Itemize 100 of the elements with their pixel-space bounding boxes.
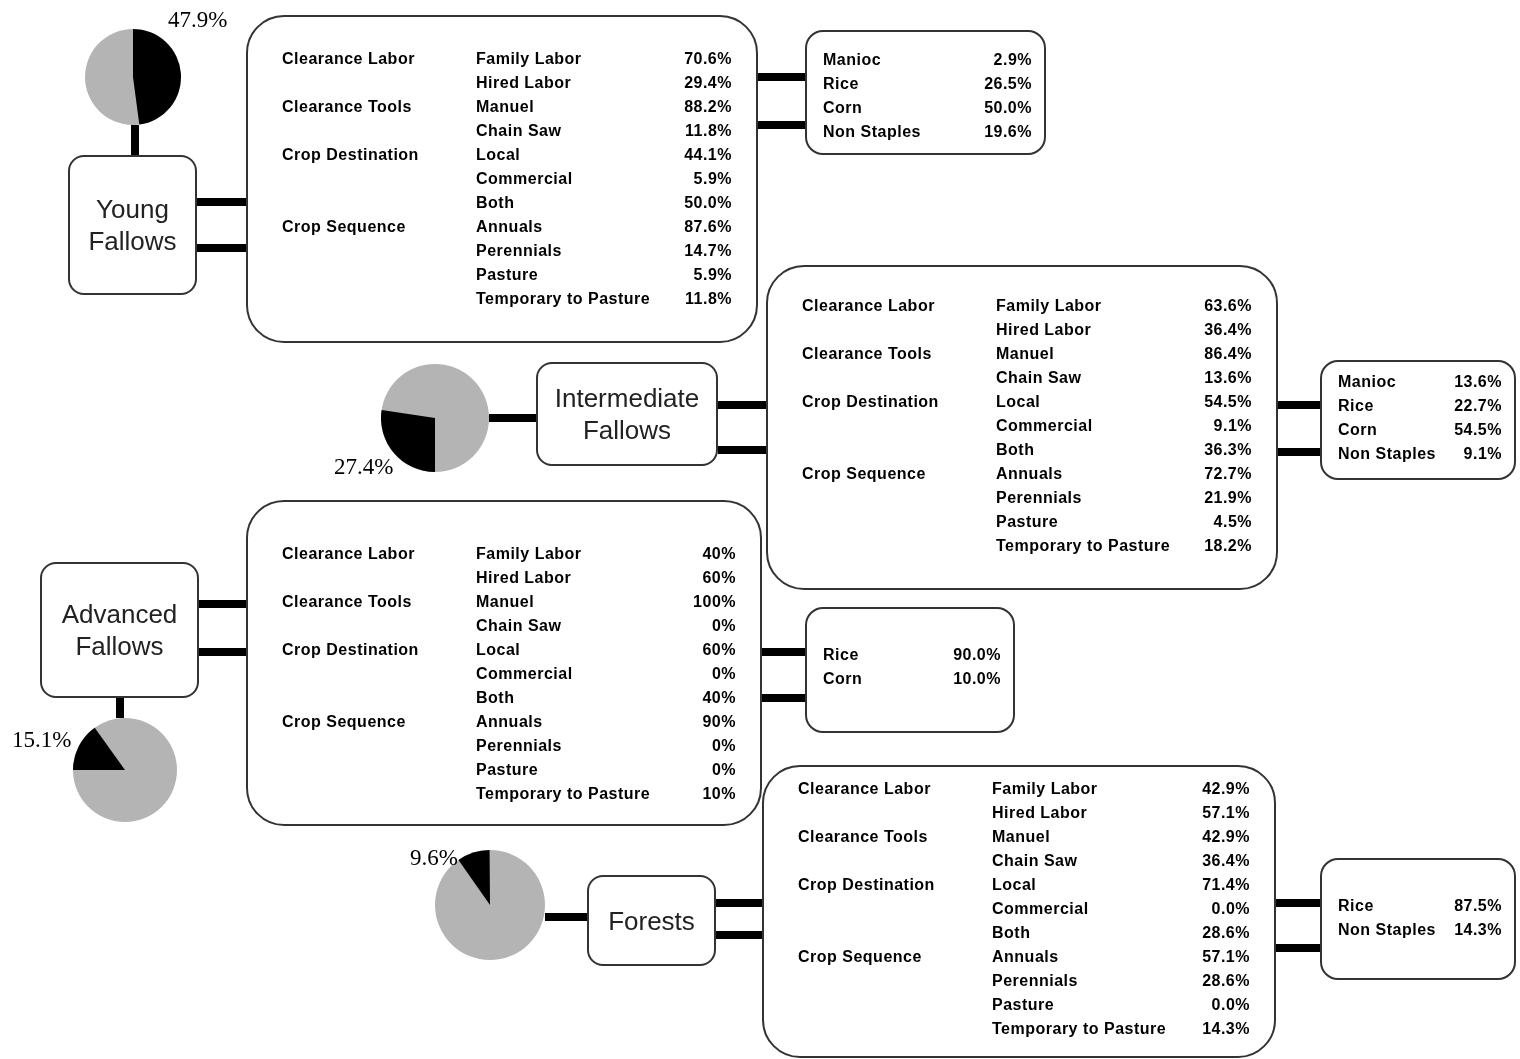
crop-panel [805,30,1046,155]
item-label: Temporary to Pasture [476,289,652,309]
category-title: Advanced Fallows [60,598,179,662]
connector-line [545,913,587,921]
item-label: Annuals [476,217,544,237]
item-label: Local [996,392,1042,412]
category-label: Crop Sequence [802,464,927,484]
category-box [40,562,199,698]
percentage-value: 88.2% [684,97,732,117]
percentage-value: 0% [710,736,736,756]
item-label: Both [996,440,1036,460]
connector-line [1276,944,1320,952]
item-label: Both [476,688,516,708]
item-label: Family Labor [476,544,583,564]
item-label: Annuals [476,712,544,732]
item-label: Perennials [992,971,1079,991]
connector-line [1276,899,1320,907]
percentage-value: 36.3% [1204,440,1252,460]
item-label: Both [476,193,516,213]
item-label: Annuals [992,947,1060,967]
category-label: Clearance Labor [798,779,932,799]
percentage-value: 0% [710,664,736,684]
connector-line [197,198,246,206]
item-label: Both [992,923,1032,943]
item-label: Pasture [476,265,540,285]
percentage-value: 2.9% [992,50,1032,70]
percentage-value: 5.9% [692,169,732,189]
percentage-value: 71.4% [1202,875,1250,895]
percentage-value: 10.0% [953,669,1001,689]
item-label: Commercial [476,169,574,189]
category-label: Crop Sequence [798,947,923,967]
category-label: Crop Sequence [282,712,407,732]
item-label: Hired Labor [992,803,1089,823]
crop-label: Corn [823,669,864,689]
crop-label: Manioc [1338,372,1398,392]
data-panel [762,765,1276,1058]
percentage-label: 27.4% [334,455,394,478]
crop-label: Non Staples [823,122,922,142]
percentage-value: 0% [710,616,736,636]
percentage-value: 0.0% [1210,899,1250,919]
item-label: Chain Saw [992,851,1079,871]
connector-line [197,244,246,252]
connector-line [716,899,762,907]
item-label: Manuel [992,827,1052,847]
connector-line [718,446,766,454]
item-label: Manuel [996,344,1056,364]
category-title: Forests [608,904,695,937]
connector-line [199,600,246,608]
category-label: Crop Sequence [282,217,407,237]
percentage-value: 60% [701,640,736,660]
percentage-label: 9.6% [410,846,458,869]
percentage-value: 0% [710,760,736,780]
connector-line [758,73,805,81]
item-label: Family Labor [476,49,583,69]
percentage-value: 54.5% [1204,392,1252,412]
category-title: Young Fallows [87,193,178,257]
category-label: Clearance Tools [798,827,929,847]
item-label: Pasture [992,995,1056,1015]
pie-chart-icon [73,718,177,822]
percentage-value: 29.4% [684,73,732,93]
connector-line [489,414,536,422]
item-label: Temporary to Pasture [476,784,652,804]
percentage-value: 28.6% [1202,971,1250,991]
percentage-value: 72.7% [1204,464,1252,484]
item-label: Chain Saw [476,616,563,636]
category-title: Intermediate Fallows [553,382,701,446]
percentage-value: 13.6% [1454,372,1502,392]
percentage-label: 15.1% [12,728,72,751]
percentage-value: 28.6% [1202,923,1250,943]
percentage-value: 10% [701,784,736,804]
connector-line [716,931,762,939]
category-label: Crop Destination [282,145,420,165]
category-label: Clearance Labor [282,544,416,564]
crop-label: Corn [1338,420,1379,440]
item-label: Manuel [476,592,536,612]
connector-line [199,648,246,656]
category-label: Crop Destination [282,640,420,660]
percentage-value: 14.7% [684,241,732,261]
category-label: Clearance Tools [282,592,413,612]
percentage-value: 0.0% [1210,995,1250,1015]
item-label: Hired Labor [476,568,573,588]
item-label: Manuel [476,97,536,117]
crop-panel [1320,360,1516,480]
item-label: Annuals [996,464,1064,484]
data-panel [766,265,1278,590]
percentage-value: 100% [693,592,736,612]
crop-panel [1320,858,1516,980]
percentage-value: 13.6% [1204,368,1252,388]
connector-line [131,125,139,155]
crop-label: Corn [823,98,864,118]
percentage-value: 57.1% [1202,803,1250,823]
data-panel [246,500,762,826]
item-label: Family Labor [996,296,1103,316]
percentage-value: 40% [701,688,736,708]
percentage-value: 14.3% [1202,1019,1250,1039]
item-label: Perennials [476,736,563,756]
percentage-value: 18.2% [1204,536,1252,556]
item-label: Pasture [996,512,1060,532]
percentage-value: 42.9% [1202,779,1250,799]
percentage-value: 50.0% [684,193,732,213]
